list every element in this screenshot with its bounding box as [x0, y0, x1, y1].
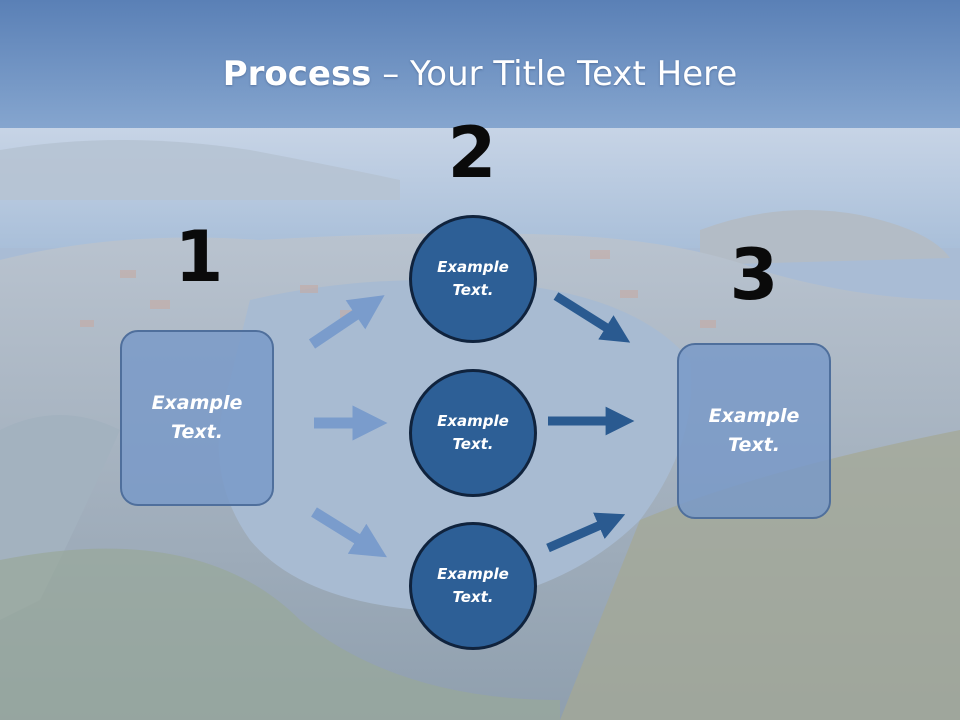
left-box-line1: Example — [151, 392, 243, 414]
step-number-3: 3 — [729, 234, 779, 316]
slide-title: Process – Your Title Text Here — [0, 52, 960, 96]
arrow-left-to-bottom — [311, 507, 387, 558]
circle-bottom-line2: Text. — [452, 588, 494, 606]
process-circle-top: Example Text. — [409, 215, 537, 343]
right-box-line1: Example — [708, 405, 800, 427]
process-circle-middle: Example Text. — [409, 369, 537, 497]
circle-top-line1: Example — [437, 258, 509, 276]
process-circle-bottom: Example Text. — [409, 522, 537, 650]
circle-middle-line1: Example — [437, 412, 509, 430]
step-number-1: 1 — [174, 216, 224, 298]
left-box-line2: Text. — [171, 421, 223, 443]
arrow-bottom-to-right — [546, 512, 626, 553]
circle-top-line2: Text. — [452, 281, 494, 299]
right-box-line2: Text. — [728, 434, 780, 456]
circle-bottom-line1: Example — [437, 565, 509, 583]
title-rest: – Your Title Text Here — [371, 54, 738, 94]
title-bold: Process — [222, 54, 372, 94]
arrow-left-to-top — [308, 295, 385, 349]
output-box-right: Example Text. — [677, 343, 831, 519]
input-box-left: Example Text. — [120, 330, 274, 506]
step-number-2: 2 — [447, 112, 497, 194]
circle-middle-line2: Text. — [452, 435, 494, 453]
arrow-top-to-right — [553, 292, 631, 343]
